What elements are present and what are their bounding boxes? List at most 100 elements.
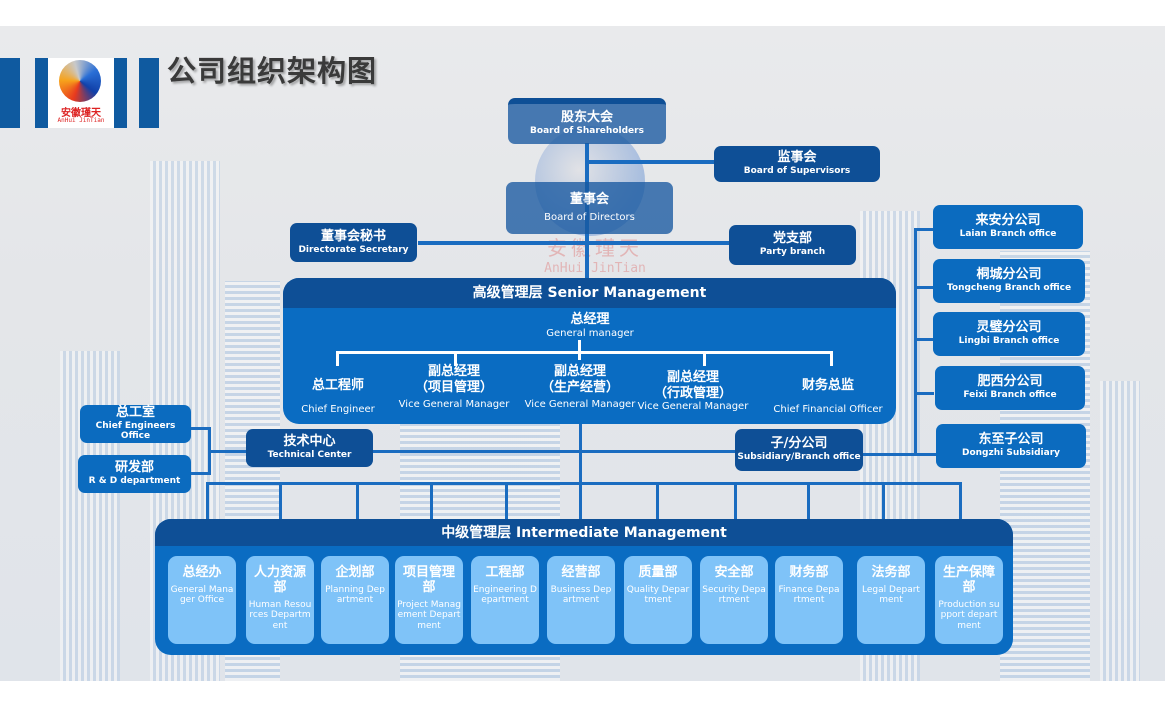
node-cn: 来安分公司: [975, 213, 1041, 229]
connector-line: [208, 450, 248, 453]
tree-line: [578, 340, 581, 360]
department-cn: 安全部: [714, 565, 754, 580]
tree-line: [336, 351, 833, 354]
node-en: Party branch: [759, 247, 826, 258]
department-en: Quality Department: [626, 584, 690, 606]
department-card[interactable]: 工程部 Engineering Department: [471, 556, 539, 644]
node-secretary[interactable]: 董事会秘书 Directorate Secretary: [290, 223, 417, 262]
node-en: Directorate Secretary: [298, 244, 409, 255]
position-cn: 总经理: [570, 312, 610, 327]
position-cn: 总工程师: [311, 378, 364, 393]
node-cn: 党支部: [772, 231, 812, 247]
node-shareholders[interactable]: 股东大会 Board of Shareholders: [508, 98, 666, 144]
department-en: Legal Department: [862, 584, 920, 606]
department-cn: 财务部: [789, 565, 829, 580]
connector-line: [914, 228, 917, 455]
node-cn: 总工室: [115, 405, 155, 421]
logo-cn: 安徽瑾天: [61, 108, 101, 119]
department-en: Planning Department: [325, 584, 385, 606]
connector-line: [418, 241, 730, 245]
connector-line: [579, 482, 582, 522]
node-supervisors[interactable]: 监事会 Board of Supervisors: [714, 146, 880, 182]
position-vgm-production[interactable]: 副总经理 （生产经营） Vice General Manager: [524, 364, 636, 411]
node-chief-engineers-office[interactable]: 总工室 Chief Engineers Office: [80, 405, 191, 443]
connector-line: [356, 482, 359, 522]
node-cn: 董事会秘书: [320, 228, 386, 244]
node-branch-tongcheng[interactable]: 桐城分公司 Tongcheng Branch office: [933, 259, 1085, 303]
position-general-manager[interactable]: 总经理 General manager: [520, 312, 660, 340]
node-technical-center[interactable]: 技术中心 Technical Center: [246, 429, 373, 467]
position-cn-sub: （项目管理）: [414, 379, 493, 395]
position-cfo[interactable]: 财务总监 Chief Financial Officer: [768, 378, 888, 416]
department-en: Production support department: [938, 599, 1000, 631]
department-cn: 总经办: [182, 565, 222, 580]
department-card[interactable]: 企划部 Planning Department: [321, 556, 389, 644]
position-en: Vice General Manager: [524, 399, 636, 411]
node-cn: 股东大会: [560, 110, 613, 126]
header-bar: [35, 58, 48, 128]
connector-line: [914, 286, 934, 289]
connector-line: [372, 450, 738, 453]
node-cn: 技术中心: [283, 434, 336, 450]
connector-line: [430, 482, 433, 522]
connector-line: [914, 228, 934, 231]
senior-management-header: 高级管理层 Senior Management: [283, 278, 896, 308]
node-subsidiary-branch-hub[interactable]: 子/分公司 Subsidiary/Branch office: [735, 429, 863, 471]
node-cn: 董事会: [569, 191, 609, 207]
node-cn: 东至子公司: [978, 432, 1044, 448]
header-bar-left: [0, 58, 20, 128]
department-card[interactable]: 质量部 Quality Department: [624, 556, 692, 644]
department-cn: 工程部: [485, 565, 525, 580]
connector-line: [959, 482, 962, 522]
node-en: Tongcheng Branch office: [946, 283, 1072, 294]
department-en: Engineering Department: [473, 584, 537, 606]
node-subsidiary-dongzhi[interactable]: 东至子公司 Dongzhi Subsidiary: [936, 424, 1086, 468]
node-branch-lingbi[interactable]: 灵璧分公司 Lingbi Branch office: [933, 312, 1085, 356]
page-title: 公司组织架构图: [167, 54, 378, 88]
position-en: Vice General Manager: [398, 399, 510, 411]
node-en: Subsidiary/Branch office: [737, 452, 861, 463]
department-en: Finance Department: [778, 584, 840, 606]
position-vgm-admin[interactable]: 副总经理 （行政管理） Vice General Manager: [637, 370, 749, 413]
node-en: Laian Branch office: [959, 229, 1057, 240]
node-en: Technical Center: [267, 450, 352, 461]
position-cn-sub: （生产经营）: [540, 379, 619, 395]
node-party-branch[interactable]: 党支部 Party branch: [729, 225, 856, 265]
node-branch-laian[interactable]: 来安分公司 Laian Branch office: [933, 205, 1083, 249]
position-cn-sub: （行政管理）: [653, 385, 732, 401]
connector-line: [207, 482, 962, 485]
node-branch-feixi[interactable]: 肥西分公司 Feixi Branch office: [935, 366, 1085, 410]
node-rnd-department[interactable]: 研发部 R & D department: [78, 455, 191, 493]
tree-line: [454, 351, 457, 366]
node-directors[interactable]: 董事会 Board of Directors: [506, 182, 673, 234]
connector-line: [807, 482, 810, 522]
node-cn: 子/分公司: [770, 436, 828, 452]
connector-line: [579, 420, 582, 482]
tree-line: [336, 351, 339, 366]
department-cn: 企划部: [335, 565, 375, 580]
connector-line: [190, 427, 210, 430]
node-en: R & D department: [88, 476, 181, 487]
company-logo: 安徽瑾天 AnHui JinTian: [48, 58, 114, 128]
department-card[interactable]: 财务部 Finance Department: [775, 556, 843, 644]
department-cn: 项目管理部: [402, 565, 455, 595]
connector-line: [589, 160, 715, 164]
position-en: Chief Engineer: [301, 403, 375, 415]
node-cn: 监事会: [777, 150, 817, 166]
department-cn: 质量部: [638, 565, 678, 580]
connector-line: [656, 482, 659, 522]
connector-line: [734, 482, 737, 522]
position-chief-engineer[interactable]: 总工程师 Chief Engineer: [288, 378, 388, 416]
position-en: General manager: [546, 327, 634, 339]
company-logo-icon: [59, 60, 101, 102]
node-cn: 研发部: [114, 460, 154, 476]
position-en: Vice General Manager: [637, 401, 749, 413]
position-vgm-project[interactable]: 副总经理 （项目管理） Vice General Manager: [398, 364, 510, 411]
